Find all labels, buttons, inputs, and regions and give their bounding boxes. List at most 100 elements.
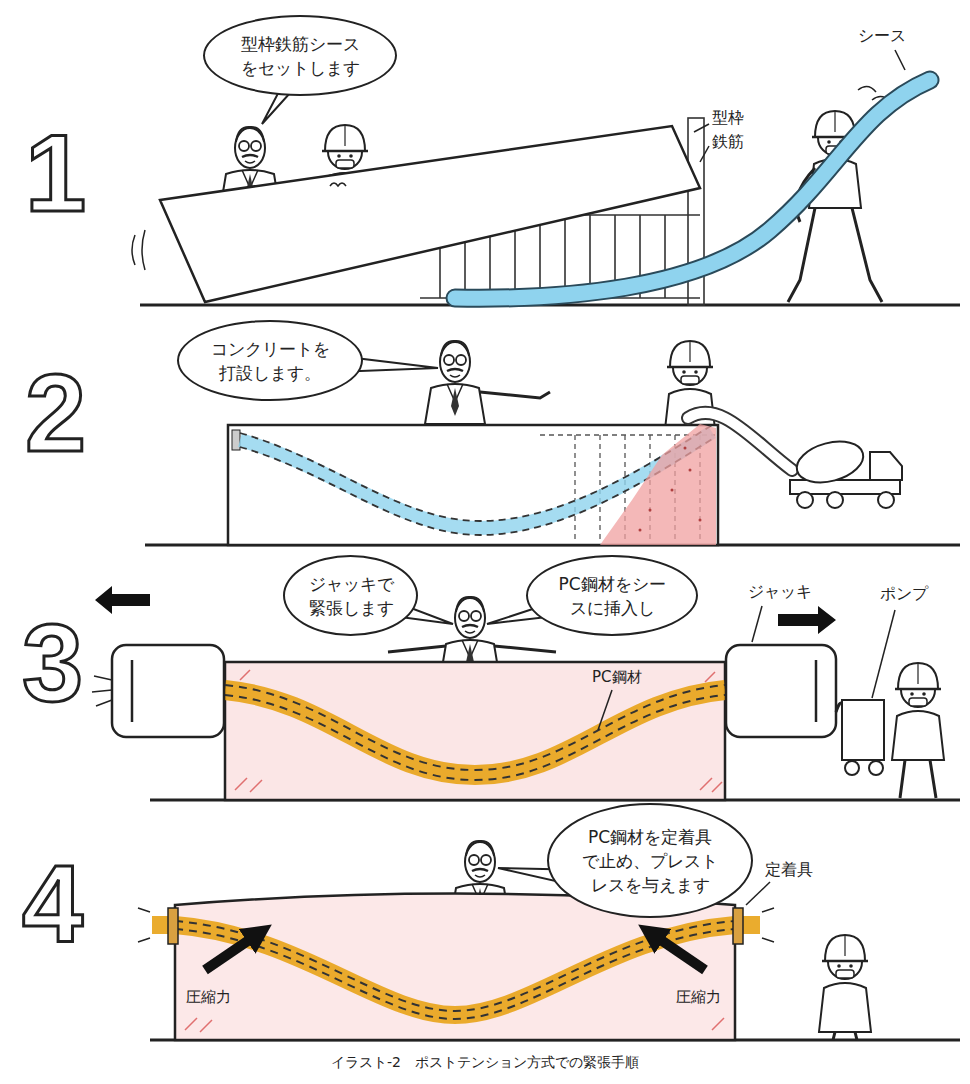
anchorage [168,908,178,944]
pc-tendon [225,695,725,780]
sheath-tube [455,80,930,298]
mixer-truck [792,435,868,489]
part-label: 型枠 [712,108,744,127]
poured-concrete [600,424,716,545]
pc-tendon [225,685,725,780]
pump-hose [688,413,792,470]
bubble-text-group: PC鋼材を定着具で止め、プレストレスを与えます [582,825,718,897]
concrete-form [228,425,718,545]
leader-lines [746,882,770,905]
poured-concrete [699,519,702,522]
force-label: 圧縮力 [676,988,721,1006]
tension-arrow [95,586,150,614]
compression-arrow [658,938,705,970]
poured-concrete [639,529,642,532]
step-number: 3 [22,608,83,718]
compression-arrow [205,938,252,970]
sheath-tube [455,80,930,298]
poured-concrete [600,424,716,545]
concrete-beam [225,662,725,800]
worker-figure [900,760,936,798]
mixer-truck [870,452,902,480]
ground-lines [140,305,960,1040]
speech-bubble: PC鋼材を定着具で止め、プレストレスを与えます [547,803,753,918]
bubble-text-group: コンクリートを打設します。 [209,337,331,385]
worker-figure [819,935,871,1040]
bubble-text: PC鋼材をシースに挿入し [556,572,668,620]
hydraulic-jack [92,676,112,706]
force-label: 圧縮力 [186,988,231,1006]
sheath-tube [455,80,930,298]
formwork-panel [132,126,700,302]
leader-lines [872,610,895,698]
formwork-panel [132,230,145,270]
speech-bubble: コンクリートを打設します。 [177,320,363,401]
leader-lines [700,146,709,162]
tension-arrow [778,606,836,634]
supervisor-figure [425,341,485,424]
leader-lines [694,50,905,162]
worker-figure [892,663,944,760]
pc-tendon [152,921,760,1019]
bubble-text: コンクリートを打設します。 [209,337,331,385]
pc-tendon [175,921,735,1011]
concrete-form [232,430,240,450]
pump-hose [688,413,792,470]
formwork-panel [160,126,700,302]
speech-bubble: ジャッキで緊張します [283,555,418,636]
step-number: 4 [22,848,83,958]
poured-concrete [639,447,702,532]
mixer-truck [827,492,843,508]
pump-unit [845,761,859,775]
speech-bubble: 型枠鉄筋シースをセットします [203,15,397,96]
hydraulic-jack [131,660,134,722]
part-label: ジャッキ [748,582,812,601]
hydraulic-jack [815,660,818,722]
step-number: 2 [25,358,86,468]
bubble-text: PC鋼材を定着具で止め、プレストレスを与えます [582,825,718,897]
pump-hose [688,413,792,470]
worker-figure [788,208,882,302]
pump-unit [836,700,884,775]
anchorage [733,908,743,944]
formwork-panel [330,183,346,186]
leader-lines [694,124,709,132]
part-label: シース [858,26,906,45]
part-label: 定着具 [765,860,813,879]
leader-lines [752,606,762,642]
bubble-text-group: PC鋼材をシースに挿入し [556,572,668,620]
compression-arrow [205,938,705,970]
bubble-text-group: ジャッキで緊張します [308,572,394,620]
part-label: PC鋼材 [592,668,642,686]
poured-concrete [684,447,687,450]
supervisor-figure [388,646,556,652]
concrete-beam [225,662,725,800]
step-number: 1 [25,118,86,228]
bubble-text: ジャッキで緊張します [308,572,394,620]
figure-caption: イラスト-2 ポストテンション方式での緊張手順 [331,1054,639,1072]
bubble-text-group: 型枠鉄筋シースをセットします [236,32,364,80]
part-label: ポンプ [880,584,928,603]
leader-lines [598,690,612,730]
hydraulic-jack [726,645,836,737]
poured-concrete [649,509,652,512]
part-label: 鉄筋 [712,132,744,151]
supervisor-figure [480,392,550,398]
tension-arrow [95,586,836,634]
speech-bubble: PC鋼材をシースに挿入し [526,555,698,636]
bubble-text: 型枠鉄筋シースをセットします [236,32,364,80]
pump-unit [869,761,883,775]
pc-tendon [225,685,725,770]
concrete-form [228,425,718,545]
mixer-truck [797,492,813,508]
leader-lines [895,50,905,70]
mixer-truck [790,435,902,508]
worker-figure [819,935,871,1032]
supervisor-figure [425,341,550,424]
poured-concrete [671,489,674,492]
mixer-truck [878,492,894,508]
pc-tendon [175,929,735,1019]
